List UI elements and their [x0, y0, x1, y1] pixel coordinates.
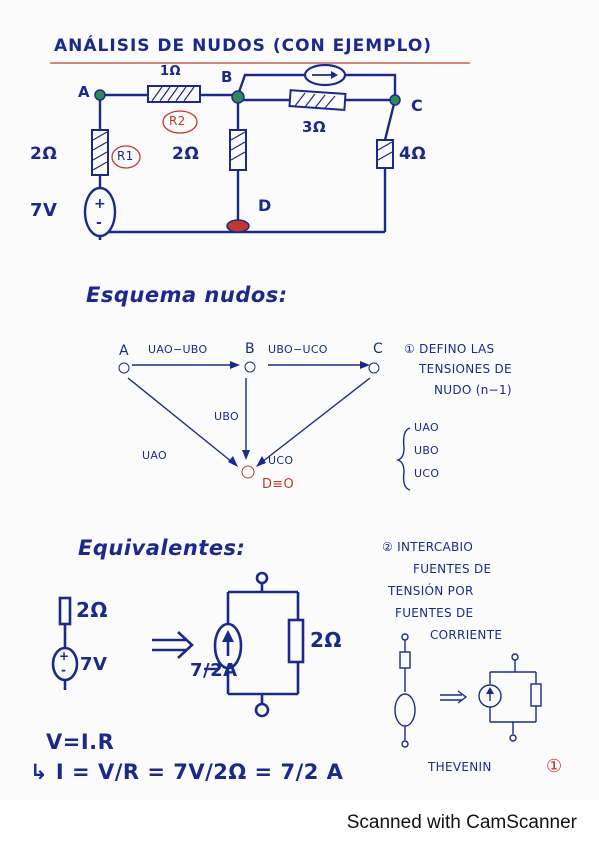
formula-current: ↳ I = V/R = 7V/2Ω = 7/2 A: [30, 760, 344, 784]
svg-text:-: -: [96, 215, 102, 231]
node-b-dot: [231, 90, 245, 104]
r2-tag-circle: [162, 110, 198, 134]
scheme-label-ab: UAO−UBO: [148, 343, 208, 356]
scheme-label-a: A: [119, 343, 129, 359]
r2-tag: R2: [169, 114, 186, 128]
resistor-2ohm: [229, 129, 247, 171]
r1-value: 2Ω: [30, 144, 58, 164]
equivalent-resistor-right-label: 2Ω: [310, 628, 342, 652]
page-number: ①: [546, 756, 563, 777]
equivalents-note-line-5: CORRIENTE: [430, 628, 503, 642]
rbd-value: 2Ω: [172, 144, 200, 164]
r1-tag: R1: [117, 149, 134, 163]
scheme-label-uco: UCO: [268, 454, 294, 467]
scheme-arrowheads: [228, 361, 370, 467]
source-value: 7V: [30, 200, 58, 221]
scheme-nodes: [118, 361, 380, 479]
scheme-heading: Esquema nudos:: [86, 283, 288, 307]
scheme-label-c: C: [373, 341, 384, 357]
scheme-list-item-3: UCO: [414, 467, 440, 480]
svg-text:+: +: [94, 196, 106, 212]
node-c-label: C: [411, 96, 424, 115]
scheme-list-item-2: UBO: [414, 444, 439, 457]
scheme-label-b: B: [245, 341, 255, 357]
implication-arrow: [152, 631, 194, 659]
scheme-note-line-2: TENSIONES DE: [419, 362, 512, 376]
brace: [395, 427, 411, 491]
node-b-label: B: [221, 68, 233, 86]
node-a-dot: [94, 89, 106, 101]
equivalents-note-line-4: FUENTES DE: [395, 606, 474, 620]
scheme-list-item-1: UAO: [414, 421, 439, 434]
scanner-watermark: Scanned with CamScanner: [346, 812, 577, 833]
resistor-r2: [147, 85, 201, 103]
equivalents-note-line-2: FUENTES DE: [413, 562, 492, 576]
equivalent-resistor-label: 2Ω: [76, 598, 108, 622]
r2-value: 1Ω: [160, 64, 182, 79]
source-exchange-sketch: [394, 633, 542, 748]
thevenin-label: THEVENIN: [428, 760, 492, 774]
scheme-label-d: D≡O: [262, 477, 295, 492]
node-d-label: D: [258, 196, 272, 215]
r1-tag-circle: [111, 145, 141, 169]
notebook-page: [0, 0, 599, 800]
equivalents-note-line-3: TENSIÓN POR: [388, 584, 474, 598]
resistor-4ohm: [376, 139, 394, 169]
handwritten-drawings: + - + -: [50, 62, 542, 748]
scheme-note-line-3: NUDO (n−1): [434, 383, 512, 397]
circuit-wiring: [98, 73, 397, 240]
resistor-3ohm: [288, 89, 347, 112]
resistor-hatching: [92, 86, 393, 171]
equivalent-current-label: 7/2A: [190, 660, 238, 681]
scheme-note-line-1: ① DEFINO LAS: [404, 342, 495, 356]
scheme-arrows: [127, 364, 371, 463]
svg-text:-: -: [61, 663, 66, 677]
node-c-dot: [389, 94, 401, 106]
formula-ohms-law: V=I.R: [46, 730, 115, 754]
rbc-value: 3Ω: [302, 118, 327, 136]
scheme-label-ubo: UBO: [214, 410, 239, 423]
rcd-value: 4Ω: [399, 144, 427, 164]
node-a-label: A: [78, 83, 91, 101]
equivalents-note-line-1: ② INTERCABIO: [382, 540, 474, 554]
resistor-r1: [91, 129, 109, 176]
equivalent-circuit-left: [51, 596, 79, 690]
scheme-label-bc: UBO−UCO: [268, 343, 328, 356]
svg-text:+: +: [59, 649, 69, 663]
scanner-footer: Scanned with CamScanner: [0, 800, 599, 848]
equivalent-circuit-right: [213, 571, 305, 718]
equivalents-heading: Equivalentes:: [78, 536, 246, 560]
voltage-source-symbol: [83, 186, 117, 238]
equivalent-voltage-label: 7V: [80, 654, 108, 675]
scheme-label-uao: UAO: [142, 449, 167, 462]
resistors: [91, 85, 394, 176]
node-d-dot: [226, 219, 250, 233]
page-title: ANÁLISIS DE NUDOS (CON EJEMPLO): [54, 36, 433, 56]
